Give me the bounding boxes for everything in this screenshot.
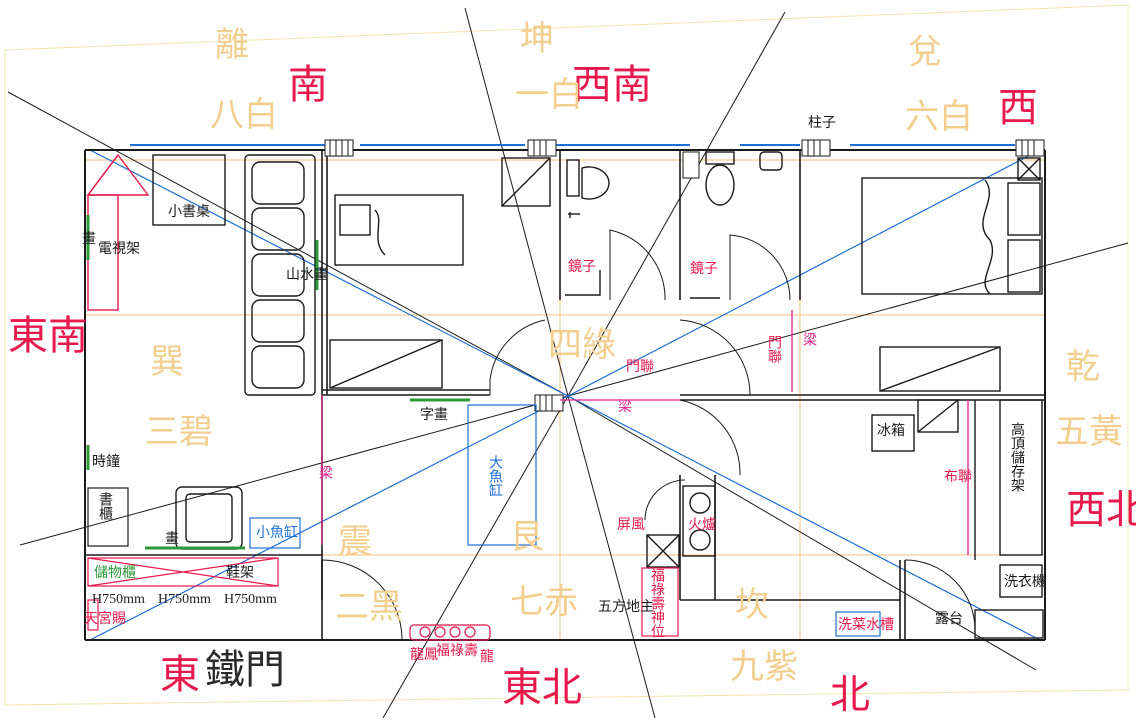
fridge-label: 冰箱 <box>877 423 905 439</box>
small-desk <box>152 154 226 226</box>
tall-storage-label: 高頂儲存架 <box>1009 422 1025 492</box>
landscape-painting-label: 山水畫 <box>286 267 328 283</box>
trigram-zhen: 震 <box>338 522 372 562</box>
mirror-label-1: 鏡子 <box>568 259 596 275</box>
tv-stand <box>86 153 150 311</box>
small-aquarium-label: 小魚缸 <box>256 525 298 541</box>
door-couplet-label: 門聯 <box>766 335 782 363</box>
big-aquarium-outline <box>467 404 537 546</box>
dimension-1: H750mm <box>92 592 145 607</box>
bookcase-outline <box>87 487 129 547</box>
balcony-label: 露台 <box>935 611 963 627</box>
direction-east: 東 <box>160 652 200 698</box>
star-gen: 七赤 <box>510 582 578 622</box>
fulu-right-label: 龍 <box>480 649 494 665</box>
dimension-2: H750mm <box>158 592 211 607</box>
star-zhen: 二黑 <box>335 587 403 627</box>
fulu-left-label: 龍鳳 <box>410 647 438 663</box>
fulu-mid-label: 福祿壽 <box>436 643 478 659</box>
direction-southwest: 西南 <box>572 62 652 108</box>
couplet-label: 門聯 <box>626 359 654 375</box>
bedroom-1 <box>329 157 551 389</box>
bottom-cabinets <box>87 557 279 631</box>
clock-label: 時鐘 <box>92 454 120 470</box>
beam-label-1: 梁 <box>801 332 817 346</box>
five-gods-label: 五方地主 <box>598 599 654 615</box>
sofa <box>244 154 316 396</box>
bookcase-label: 書櫃 <box>97 492 113 520</box>
direction-northwest: 西北 <box>1066 487 1136 533</box>
sector-lines <box>7 7 1129 719</box>
armchair <box>175 486 243 550</box>
trigram-xun: 巽 <box>150 342 184 382</box>
big-aquarium-label: 大魚缸 <box>487 455 503 497</box>
trigram-qian: 乾 <box>1066 347 1100 387</box>
pillar-label: 柱子 <box>808 115 836 131</box>
direction-northeast: 東北 <box>502 665 582 711</box>
star-li: 八白 <box>210 95 278 135</box>
interior-walls <box>85 150 1045 640</box>
bathrooms <box>565 151 783 299</box>
washer-label: 洗衣機 <box>1004 574 1046 590</box>
stove-label: 火爐 <box>688 517 716 533</box>
small-aquarium-outline <box>249 517 301 549</box>
direction-south: 南 <box>288 62 328 108</box>
bottom-cabinets-label: 儲物櫃 <box>94 565 136 581</box>
screen-label: 屏風 <box>617 517 645 533</box>
trigram-gen: 艮 <box>510 517 544 557</box>
star-kan: 九紫 <box>730 647 798 687</box>
sink-outline <box>835 611 881 637</box>
fulu-decoration <box>409 624 491 641</box>
trigram-kun: 坤 <box>520 19 554 59</box>
kitchen <box>646 399 1044 639</box>
star-dui: 六白 <box>905 97 973 137</box>
green-accents <box>86 215 470 550</box>
shrine-wall-label: 福祿壽神位 <box>649 568 665 638</box>
pillar-small <box>682 151 700 179</box>
beam-lines <box>321 310 969 555</box>
dimension-3: H750mm <box>224 592 277 607</box>
small-desk-label: 小書桌 <box>168 204 210 220</box>
star-kun: 一白 <box>515 75 583 115</box>
trigram-li: 離 <box>215 25 249 65</box>
pillars <box>324 139 1045 412</box>
iron-gate-label: 鐵門 <box>205 647 285 693</box>
star-xun: 三碧 <box>145 412 213 452</box>
star-qian: 五黃 <box>1055 412 1123 452</box>
direction-west: 西 <box>998 85 1038 131</box>
bedroom-2 <box>861 157 1043 392</box>
shoe-rack-label: 鞋架 <box>226 565 254 581</box>
door-arcs <box>321 229 976 641</box>
mirror-label-2: 鏡子 <box>690 261 718 277</box>
painting-label-2: 畫 <box>165 531 179 547</box>
center-star: 四綠 <box>548 325 616 365</box>
sink-label: 洗菜水槽 <box>838 617 894 633</box>
cloth-couplet-label: 布聯 <box>944 469 972 485</box>
tv-stand-label: 電視架 <box>98 241 140 257</box>
beam-label-2: 梁 <box>618 399 632 415</box>
trigram-kan: 坎 <box>735 585 769 625</box>
diagonal-lines <box>89 149 1041 641</box>
painting-label: 畫 <box>82 231 96 247</box>
direction-north: 北 <box>830 672 870 718</box>
direction-southeast: 東南 <box>8 313 88 359</box>
beam-label-3: 梁 <box>317 465 333 479</box>
tiangong-label: 天宮賜 <box>84 611 126 627</box>
calligraphy-label: 字畫 <box>420 407 448 423</box>
shrine-outline <box>641 567 679 637</box>
trigram-dui: 兌 <box>908 32 942 72</box>
